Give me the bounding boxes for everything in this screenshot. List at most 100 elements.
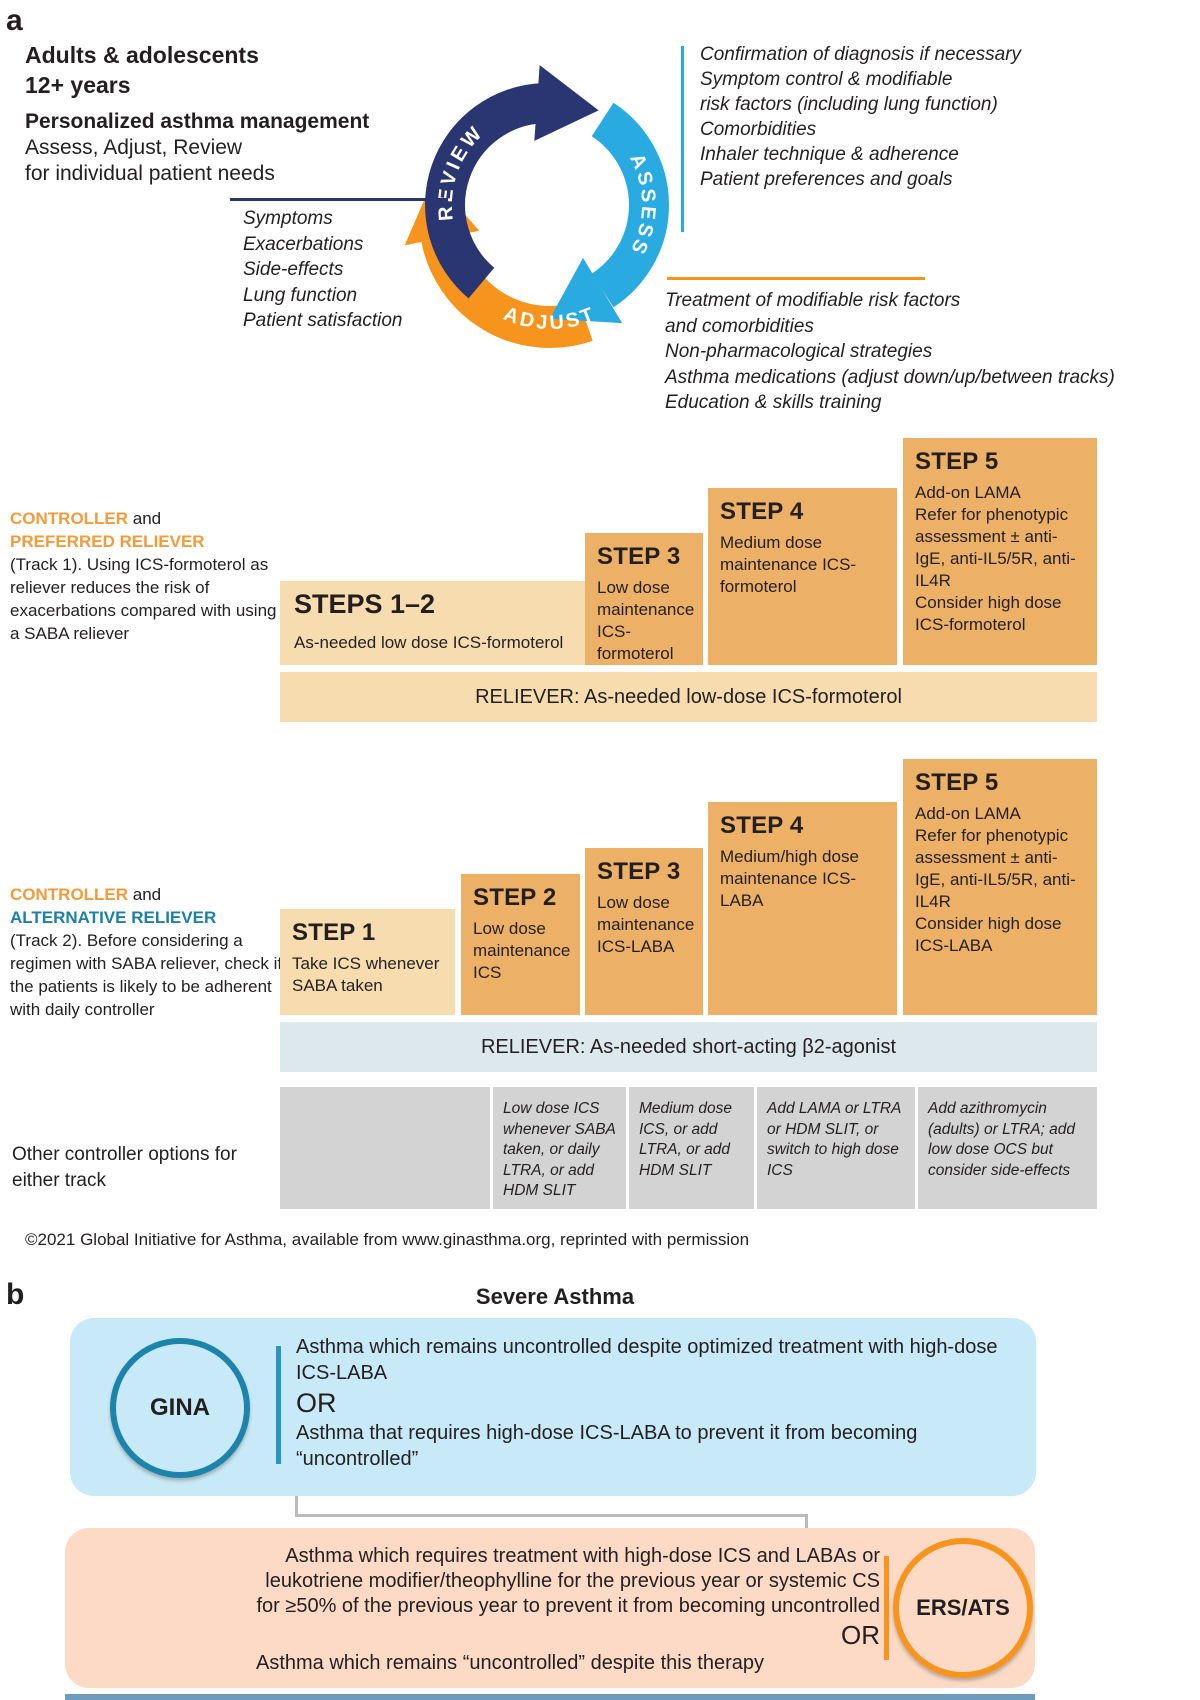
track2-side-label: CONTROLLER and ALTERNATIVE RELIEVER (Tra… xyxy=(10,883,284,1021)
track2-step5-line: Refer for phenotypic assessment ± anti-I… xyxy=(915,826,1076,911)
box-connector-segment xyxy=(295,1496,298,1514)
assess-item: Patient preferences and goals xyxy=(700,169,953,190)
track2-and: and xyxy=(128,885,162,904)
other-options-cell-steps1-2: Low dose ICS whenever SABA taken, or dai… xyxy=(493,1087,629,1209)
adjust-item: Non-pharmacological strategies xyxy=(665,341,933,362)
review-connector-line xyxy=(230,198,448,201)
track1-step5-line: Refer for phenotypic assessment ± anti-I… xyxy=(915,505,1076,590)
header-subtitle: Personalized asthma management xyxy=(25,110,370,133)
other-options-cell-empty xyxy=(280,1087,493,1209)
gina-text-block: Asthma which remains uncontrolled despit… xyxy=(296,1334,1012,1472)
track1-reliever-bar: RELIEVER: As-needed low-dose ICS-formote… xyxy=(280,672,1097,722)
assess-item: Confirmation of diagnosis if necessary xyxy=(700,44,1022,65)
adjust-connector-line xyxy=(667,277,925,280)
box-connector-segment xyxy=(295,1514,808,1517)
ers-circle-badge: ERS/ATS xyxy=(893,1538,1033,1678)
ers-ats-definition-box: Asthma which requires treatment with hig… xyxy=(65,1528,1035,1688)
gina-criterion-1: Asthma which remains uncontrolled despit… xyxy=(296,1336,998,1384)
panel-a-label: a xyxy=(6,4,23,37)
track2-step5-box: STEP 5 Add-on LAMA Refer for phenotypic … xyxy=(903,759,1097,1015)
track2-step5-line: Add-on LAMA xyxy=(915,804,1021,823)
track1-reliever-label: PREFERRED RELIEVER xyxy=(10,532,205,551)
track2-step3-title: STEP 3 xyxy=(597,858,681,885)
track2-step1-title: STEP 1 xyxy=(292,919,376,946)
review-arrow xyxy=(425,65,599,299)
track2-reliever-text: RELIEVER: As-needed short-acting β2-agon… xyxy=(480,1035,897,1058)
track1-step3-title: STEP 3 xyxy=(597,543,681,570)
review-item: Side-effects xyxy=(243,259,344,280)
copyright-line: ©2021 Global Initiative for Asthma, avai… xyxy=(25,1230,750,1249)
review-item: Exacerbations xyxy=(243,233,364,255)
track1-step4-title: STEP 4 xyxy=(720,498,804,525)
panel-a-header: Adults & adolescents 12+ years Personali… xyxy=(25,40,385,187)
track1-description: (Track 1). Using ICS-formoterol as relie… xyxy=(10,555,277,643)
track1-step5-box: STEP 5 Add-on LAMA Refer for phenotypic … xyxy=(903,438,1097,665)
track2-step4-box: STEP 4 Medium/high dose maintenance ICS-… xyxy=(708,802,897,1015)
track2-description: (Track 2). Before considering a regimen … xyxy=(10,931,283,1019)
track1-side-label: CONTROLLER and PREFERRED RELIEVER (Track… xyxy=(10,507,282,645)
track2-step5-line: Consider high dose ICS-LABA xyxy=(915,914,1062,955)
header-line-3: for individual patient needs xyxy=(25,162,275,185)
adjust-item: Education & skills training xyxy=(665,392,882,413)
track2-reliever-label: ALTERNATIVE RELIEVER xyxy=(10,908,217,927)
track2-step1-text: Take ICS whenever SABA taken xyxy=(292,954,440,995)
track1-steps1-2-box: STEPS 1–2 As-needed low dose ICS-formote… xyxy=(280,581,597,665)
track2-controller-label: CONTROLLER xyxy=(10,885,129,904)
adjust-item: and comorbidities xyxy=(665,315,814,337)
track1-and: and xyxy=(128,509,162,528)
header-line-2: Assess, Adjust, Review xyxy=(25,136,243,159)
box-connector-segment xyxy=(805,1514,808,1528)
ers-criterion-1-line: leukotriene modifier/theophylline for th… xyxy=(265,1570,880,1592)
review-item: Patient satisfaction xyxy=(243,310,403,331)
track2-step2-title: STEP 2 xyxy=(473,884,557,911)
track1-reliever-text: RELIEVER: As-needed low-dose ICS-formote… xyxy=(475,685,902,708)
other-options-cell-step3: Medium dose ICS, or add LTRA, or add HDM… xyxy=(629,1087,757,1209)
adjust-item: Asthma medications (adjust down/up/betwe… xyxy=(665,366,1115,388)
gina-circle-badge: GINA xyxy=(110,1338,250,1478)
gina-org-name: GINA xyxy=(150,1394,210,1421)
ers-or: OR xyxy=(841,1620,880,1650)
adjust-item: Treatment of modifiable risk factors xyxy=(665,290,961,311)
assess-item: Inhaler technique & adherence xyxy=(700,144,959,165)
track1-controller-label: CONTROLLER xyxy=(10,509,129,528)
gina-divider-line xyxy=(276,1346,281,1464)
track1-step5-line: Consider high dose ICS-formoterol xyxy=(915,593,1062,634)
track1-step4-text: Medium dose maintenance ICS-formoterol xyxy=(720,533,857,596)
ers-criterion-1-line: for ≥50% of the previous year to prevent… xyxy=(256,1595,880,1617)
assess-item: Comorbidities xyxy=(700,119,817,140)
header-title-1: Adults & adolescents xyxy=(25,42,259,68)
track2-step4-text: Medium/high dose maintenance ICS-LABA xyxy=(720,847,859,910)
assess-item: Symptom control & modifiable xyxy=(700,69,953,90)
other-options-cell-step5: Add azithromycin (adults) or LTRA; add l… xyxy=(928,1100,1076,1179)
other-options-row: Low dose ICS whenever SABA taken, or dai… xyxy=(280,1087,1097,1209)
track2-step3-text: Low dose maintenance ICS-LABA xyxy=(597,893,695,956)
track2-step2-box: STEP 2 Low dose maintenance ICS xyxy=(461,874,580,1015)
track1-step3-box: STEP 3 Low dose maintenance ICS-formoter… xyxy=(585,533,703,665)
assess-adjust-review-cycle: REVIEW ASSESS ADJUST xyxy=(404,65,669,348)
track2-step5-title: STEP 5 xyxy=(915,769,999,796)
other-options-label: Other controller options for either trac… xyxy=(12,1144,237,1191)
other-options-cell-step4: Add LAMA or LTRA or HDM SLIT, or switch … xyxy=(757,1087,918,1209)
header-title-2: 12+ years xyxy=(25,72,131,98)
track1-step5-line: Add-on LAMA xyxy=(915,483,1021,502)
review-item-list: Symptoms Exacerbations Side-effects Lung… xyxy=(243,206,402,334)
track1-step4-box: STEP 4 Medium dose maintenance ICS-formo… xyxy=(708,488,897,665)
assess-item-list: Confirmation of diagnosis if necessary S… xyxy=(700,42,1021,192)
review-item: Lung function xyxy=(243,284,358,306)
gina-definition-box: GINA Asthma which remains uncontrolled d… xyxy=(70,1318,1036,1496)
track2-step4-title: STEP 4 xyxy=(720,812,804,839)
panel-b-label: b xyxy=(6,1278,25,1311)
ers-org-name: ERS/ATS xyxy=(916,1595,1010,1620)
ers-divider-line xyxy=(884,1556,889,1660)
ers-criterion-1-line: Asthma which requires treatment with hig… xyxy=(285,1545,880,1567)
gina-or: OR xyxy=(296,1388,337,1418)
adjust-arrow xyxy=(404,178,593,348)
panel-b-title: Severe Asthma xyxy=(475,1284,635,1309)
track1-steps1-2-title: STEPS 1–2 xyxy=(294,589,436,619)
bottom-crop-strip xyxy=(65,1694,1035,1700)
assess-arrow xyxy=(549,102,669,324)
track2-step3-box: STEP 3 Low dose maintenance ICS-LABA xyxy=(585,848,703,1015)
track2-reliever-bar: RELIEVER: As-needed short-acting β2-agon… xyxy=(280,1022,1097,1072)
assess-connector-line xyxy=(681,46,684,232)
